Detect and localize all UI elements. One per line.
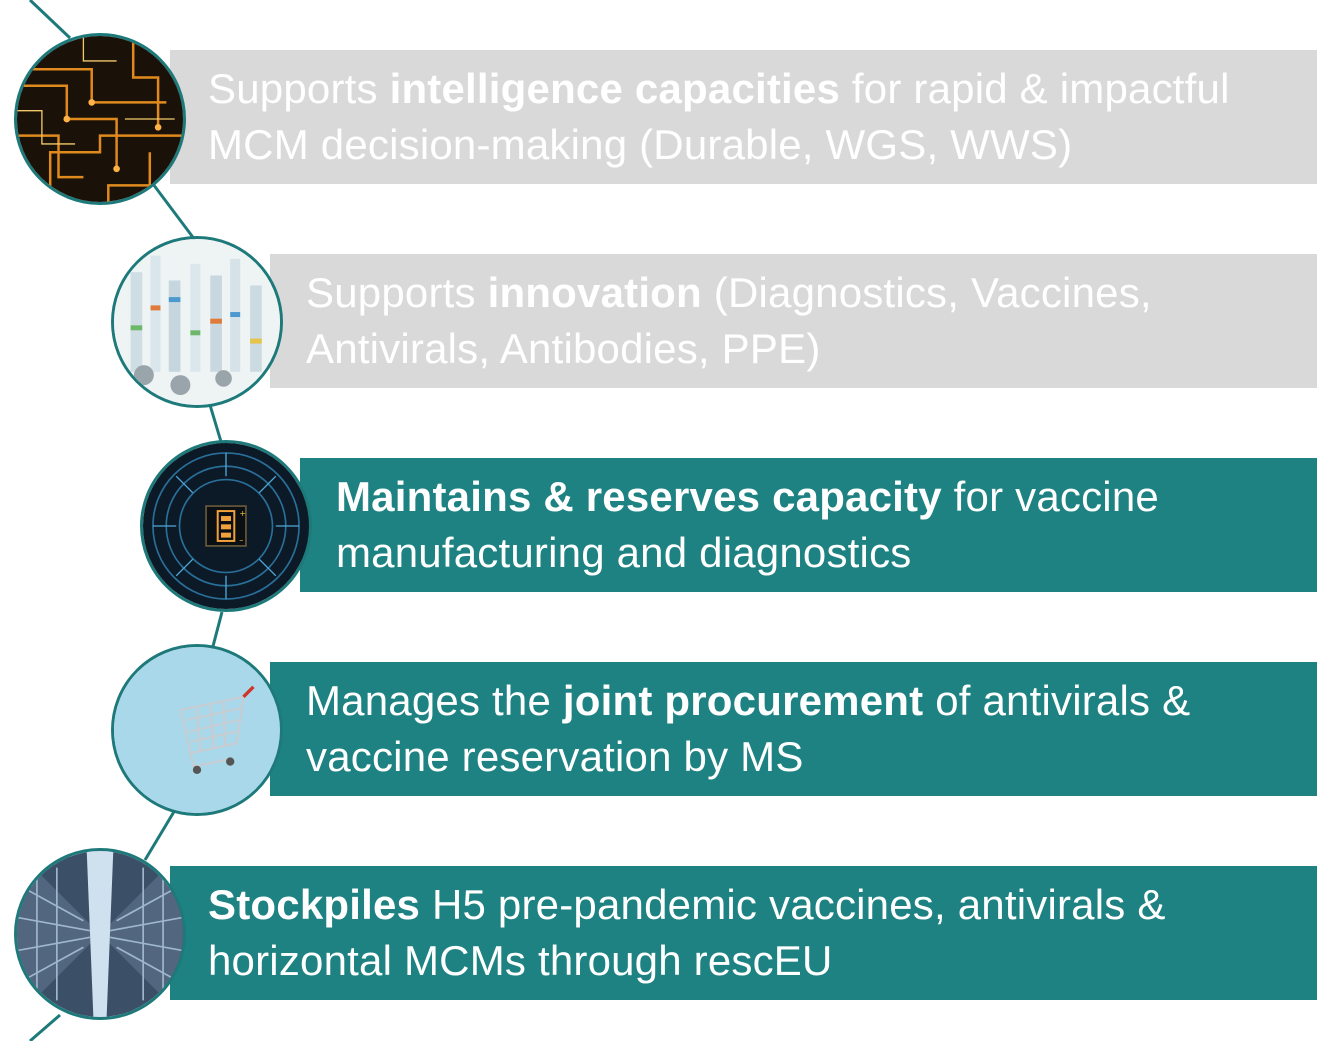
- text-post: for rapid & impactful: [840, 65, 1230, 112]
- row-stockpiles: Stockpiles H5 pre-pandemic vaccines, ant…: [170, 866, 1317, 1000]
- text-pre: Supports: [208, 65, 390, 112]
- text-line2: vaccine reservation by MS: [306, 733, 804, 780]
- text-line2: manufacturing and diagnostics: [336, 529, 912, 576]
- text-line2: MCM decision-making (Durable, WGS, WWS): [208, 121, 1073, 168]
- text-line2: Antivirals, Antibodies, PPE): [306, 325, 821, 372]
- text-bold: intelligence capacities: [389, 65, 841, 112]
- row-text: Supports innovation (Diagnostics, Vaccin…: [306, 265, 1152, 377]
- shopping-cart-image: [111, 644, 283, 816]
- row-text: Maintains & reserves capacity for vaccin…: [336, 469, 1159, 581]
- vials-image: [111, 236, 283, 408]
- text-bold: innovation: [487, 269, 702, 316]
- text-post: for vaccine: [941, 473, 1159, 520]
- row-intelligence-capacities: Supports intelligence capacities for rap…: [170, 50, 1317, 184]
- row-text: Stockpiles H5 pre-pandemic vaccines, ant…: [208, 877, 1166, 989]
- svg-text:–: –: [239, 535, 243, 545]
- text-bold: Maintains & reserves capacity: [336, 473, 942, 520]
- text-post: of antivirals &: [923, 677, 1191, 724]
- text-line2: horizontal MCMs through rescEU: [208, 937, 833, 984]
- circuit-board-image: [14, 33, 186, 205]
- warehouse-image: [14, 848, 186, 1020]
- battery-chip-image: + –: [140, 440, 312, 612]
- text-post: H5 pre-pandemic vaccines, antivirals &: [420, 881, 1166, 928]
- row-text: Supports intelligence capacities for rap…: [208, 61, 1230, 173]
- text-bold: Stockpiles: [208, 881, 421, 928]
- row-maintains-capacity: Maintains & reserves capacity for vaccin…: [300, 458, 1317, 592]
- text-pre: Supports: [306, 269, 488, 316]
- row-innovation: Supports innovation (Diagnostics, Vaccin…: [270, 254, 1317, 388]
- svg-text:+: +: [239, 508, 246, 518]
- text-bold: joint procurement: [562, 677, 924, 724]
- row-joint-procurement: Manages the joint procurement of antivir…: [270, 662, 1317, 796]
- text-pre: Manages the: [306, 677, 563, 724]
- text-post: (Diagnostics, Vaccines,: [701, 269, 1152, 316]
- row-text: Manages the joint procurement of antivir…: [306, 673, 1190, 785]
